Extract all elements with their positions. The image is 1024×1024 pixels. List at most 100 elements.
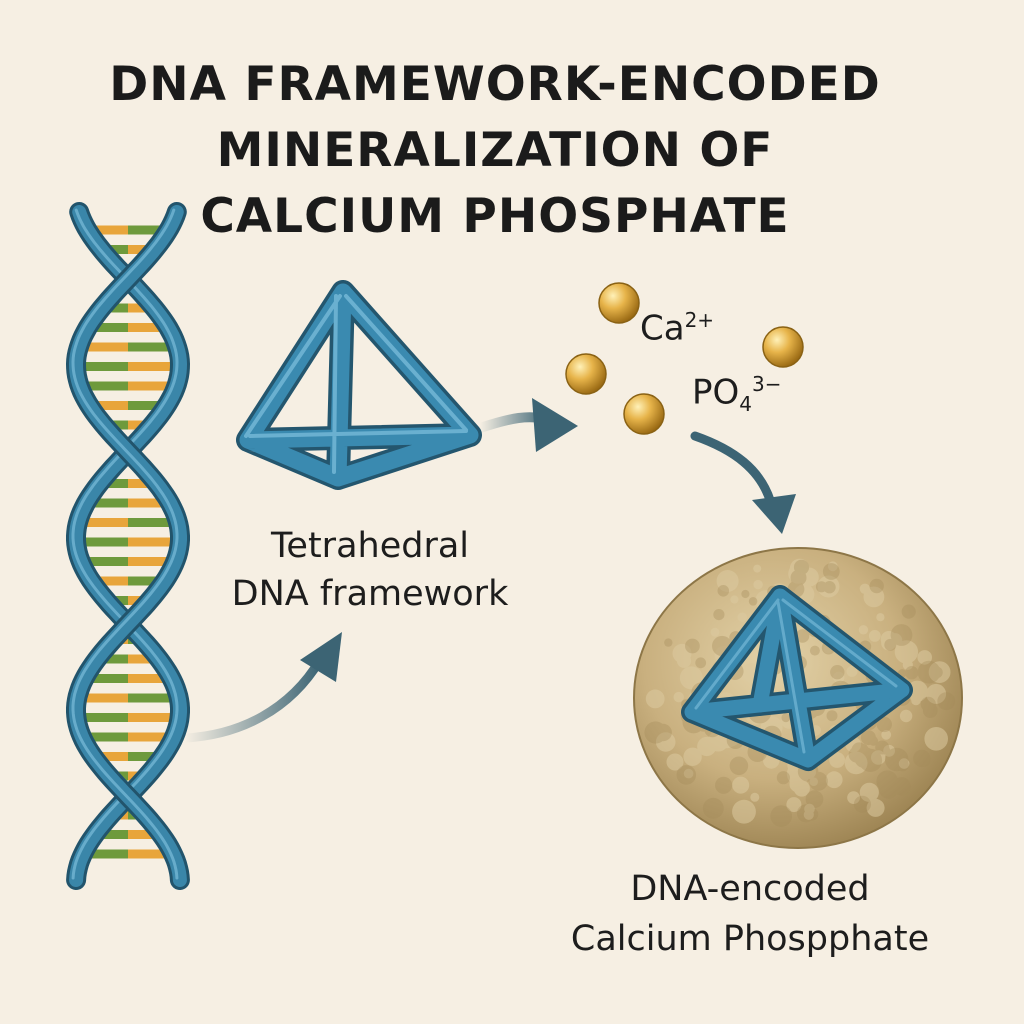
surface-pit xyxy=(931,666,943,679)
ion-sphere-icon xyxy=(565,282,804,435)
surface-pit xyxy=(654,723,672,742)
surface-bump xyxy=(753,579,763,590)
surface-pit xyxy=(875,740,890,755)
surface-bump xyxy=(863,586,885,608)
surface-bump xyxy=(876,613,885,622)
surface-pit xyxy=(901,604,916,619)
surface-bump xyxy=(750,792,760,802)
calcium-charge: 2+ xyxy=(684,308,715,332)
surface-pit xyxy=(808,771,828,791)
surface-pit xyxy=(922,703,938,718)
surface-bump xyxy=(803,809,814,820)
surface-pit xyxy=(905,666,919,680)
surface-pit xyxy=(876,716,892,733)
surface-pit xyxy=(770,805,793,827)
surface-pit xyxy=(881,746,891,755)
surface-pit xyxy=(860,730,876,746)
surface-bump xyxy=(655,732,676,752)
surface-bump xyxy=(732,776,750,794)
arrow-ions-to-mineral xyxy=(690,431,775,505)
surface-pit xyxy=(717,585,730,597)
calcium-symbol: Ca xyxy=(640,308,685,349)
surface-pit xyxy=(884,638,897,651)
calcium-ion-label: Ca2+ xyxy=(640,308,714,348)
surface-pit xyxy=(676,765,697,785)
surface-pit xyxy=(848,746,865,763)
surface-pit xyxy=(823,581,836,594)
surface-bump xyxy=(672,643,692,663)
surface-bump xyxy=(866,798,885,817)
surface-pit xyxy=(853,795,872,813)
surface-bump xyxy=(911,695,921,706)
surface-bump xyxy=(928,661,951,683)
surface-bump xyxy=(924,727,948,751)
surface-pit xyxy=(809,645,820,656)
arrowhead-framework-to-ions xyxy=(532,398,578,452)
mineral-particle-icon xyxy=(633,547,963,849)
surface-pit xyxy=(695,657,707,669)
surface-bump xyxy=(753,564,762,573)
surface-bump xyxy=(858,625,869,635)
surface-pit xyxy=(748,597,758,606)
surface-bump xyxy=(829,752,845,768)
surface-bump xyxy=(732,799,756,824)
surface-pit xyxy=(869,578,884,594)
surface-bump xyxy=(859,782,879,803)
diagram-title: DNA FRAMEWORK-ENCODED MINERALIZATION OF … xyxy=(0,52,990,250)
surface-pit xyxy=(868,736,879,746)
surface-pit xyxy=(896,759,909,772)
phosphate-charge: 3− xyxy=(752,372,782,396)
surface-bump xyxy=(894,640,919,664)
surface-bump xyxy=(716,570,739,592)
arrow-helix-to-framework xyxy=(180,655,325,743)
surface-bump xyxy=(926,683,947,704)
product-label-line-2: Calcium Phospphate xyxy=(570,919,930,959)
dna-strand-a xyxy=(71,208,179,880)
surface-bump xyxy=(666,753,684,771)
surface-bump xyxy=(883,744,895,757)
surface-pit xyxy=(913,749,931,768)
surface-pit xyxy=(796,804,816,823)
tetrahedral-label-line-2: DNA framework xyxy=(231,574,509,614)
surface-pit xyxy=(851,742,867,758)
surface-pit xyxy=(822,563,840,580)
surface-pit xyxy=(741,589,750,599)
surface-pit xyxy=(826,710,838,722)
surface-bump xyxy=(868,630,881,642)
surface-pit xyxy=(918,754,931,767)
surface-bump xyxy=(825,771,843,789)
surface-pit xyxy=(644,721,667,744)
surface-bump xyxy=(809,777,818,786)
surface-pit xyxy=(858,748,883,773)
surface-pit xyxy=(776,771,791,785)
surface-bump xyxy=(833,671,845,684)
surface-bump xyxy=(899,709,913,723)
surface-bump xyxy=(786,797,802,813)
surface-pit xyxy=(781,713,791,723)
title-line-1: DNA FRAMEWORK-ENCODED xyxy=(109,57,881,112)
surface-bump xyxy=(827,561,838,572)
product-label-line-1: DNA-encoded xyxy=(630,869,870,909)
surface-pit xyxy=(702,797,724,819)
surface-pit xyxy=(854,747,876,769)
surface-pit xyxy=(713,609,725,621)
surface-pit xyxy=(657,724,668,734)
dna-strand-b xyxy=(71,208,179,880)
phosphate-ion-label: PO43− xyxy=(692,372,781,416)
surface-bump xyxy=(730,595,739,604)
surface-pit xyxy=(685,638,700,654)
surface-pit xyxy=(664,638,673,647)
title-line-2: MINERALIZATION OF xyxy=(216,123,774,178)
phosphate-subscript: 4 xyxy=(739,392,752,417)
surface-pit xyxy=(793,559,810,575)
surface-bump xyxy=(679,666,703,690)
surface-bump xyxy=(845,757,858,770)
surface-pit xyxy=(917,660,941,684)
surface-bump xyxy=(817,575,840,598)
arrowhead-helix-to-framework xyxy=(300,632,342,682)
surface-pit xyxy=(815,581,828,593)
surface-pit xyxy=(805,807,819,821)
surface-bump xyxy=(847,791,860,804)
surface-pit xyxy=(729,756,749,776)
